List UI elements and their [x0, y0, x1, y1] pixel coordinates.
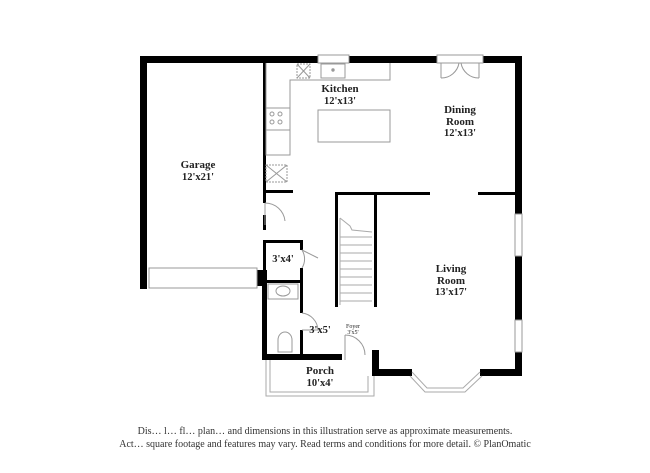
room-label-garage: Garage 12'x21' [180, 159, 216, 183]
dining-french-doors [436, 54, 484, 79]
room-label-kitchen: Kitchen 12'x13' [321, 83, 359, 107]
porch-outline [265, 360, 375, 397]
room-label-living: Living Room 13'x17' [434, 263, 468, 299]
windows [317, 54, 523, 353]
bay-window [409, 371, 483, 393]
doors [264, 202, 366, 360]
room-label-foyer: Foyer 3'x5' [346, 324, 360, 337]
stairs [339, 217, 373, 305]
room-label-closet: 3'x4' [272, 254, 294, 265]
room-label-bathroom: 3'x5' [309, 325, 331, 336]
disclaimer-line-1: Dis… l… fl… plan… and dimensions in this… [137, 426, 513, 437]
disclaimer-line-2: Act… square footage and features may var… [119, 439, 531, 450]
bathroom-fixtures [267, 283, 299, 353]
room-label-porch: Porch 10'x4' [306, 365, 334, 389]
room-label-dining: Dining Room 12'x13' [443, 104, 477, 140]
walls [140, 56, 522, 376]
garage-door [148, 267, 258, 289]
kitchen-fixtures [265, 63, 391, 183]
